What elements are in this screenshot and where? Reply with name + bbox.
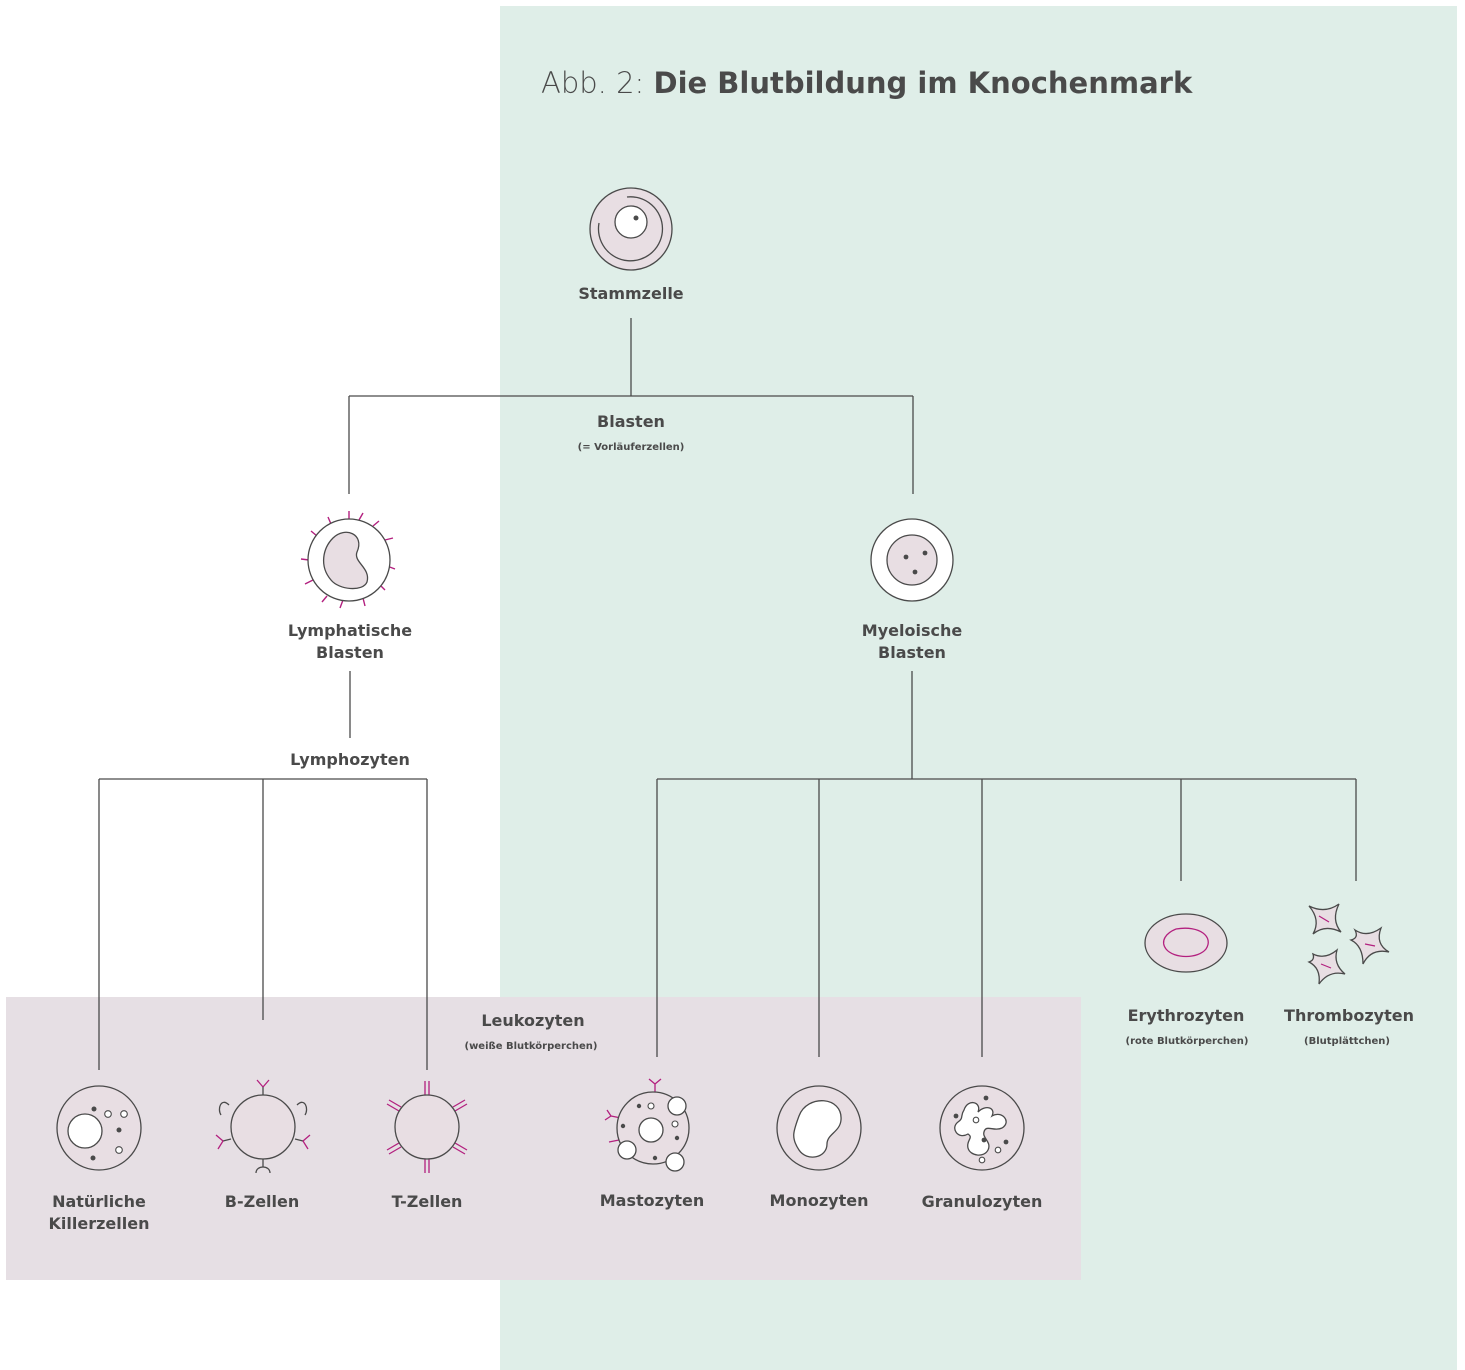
monocyte-label: Monozyten [769, 1191, 869, 1210]
nk-cell-icon [56, 1085, 142, 1171]
t-cell-label: T-Zellen [391, 1192, 463, 1211]
thrombocyte-icon [1307, 903, 1390, 985]
monocyte-icon [776, 1085, 862, 1171]
myeloid-blast-icon [870, 518, 954, 602]
title-main: Die Blutbildung im Knochenmark [653, 66, 1193, 100]
blasts-label: Blasten [597, 412, 665, 431]
leukocytes-label: Leukozyten [481, 1011, 585, 1030]
t-cell-icon [386, 1081, 468, 1173]
myeloid-blast-label: Myeloische Blasten [861, 621, 963, 662]
stem-cell-icon [589, 187, 673, 271]
granulocyte-label: Granulozyten [921, 1192, 1043, 1211]
lymphocytes-label: Lymphozyten [290, 750, 410, 769]
thrombocyte-label: Thrombozyten [1284, 1006, 1414, 1025]
mast-cell-icon [604, 1078, 690, 1172]
thrombocyte-sublabel: (Blutplättchen) [1304, 1036, 1390, 1047]
b-cell-label: B-Zellen [224, 1192, 300, 1211]
mast-cell-label: Mastozyten [599, 1191, 705, 1210]
erythrocyte-sublabel: (rote Blutkörperchen) [1125, 1036, 1249, 1047]
leukocytes-background-panel [6, 997, 1081, 1280]
title-prefix: Abb. 2: [541, 66, 654, 100]
figure-title: Abb. 2: Die Blutbildung im Knochenmark [541, 66, 1192, 100]
leukocytes-sublabel: (weiße Blutkörperchen) [464, 1041, 598, 1052]
stem-cell-label: Stammzelle [578, 284, 684, 303]
blasts-sublabel: (= Vorläuferzellen) [577, 442, 685, 453]
b-cell-icon [215, 1079, 311, 1174]
lymphatic-blast-icon [300, 511, 396, 609]
erythrocyte-label: Erythrozyten [1127, 1006, 1245, 1025]
erythrocyte-icon [1144, 913, 1228, 973]
granulocyte-icon [939, 1085, 1025, 1171]
lymphatic-blast-label: Lymphatische Blasten [287, 621, 413, 662]
nk-cell-label: Natürliche Killerzellen [48, 1192, 150, 1233]
